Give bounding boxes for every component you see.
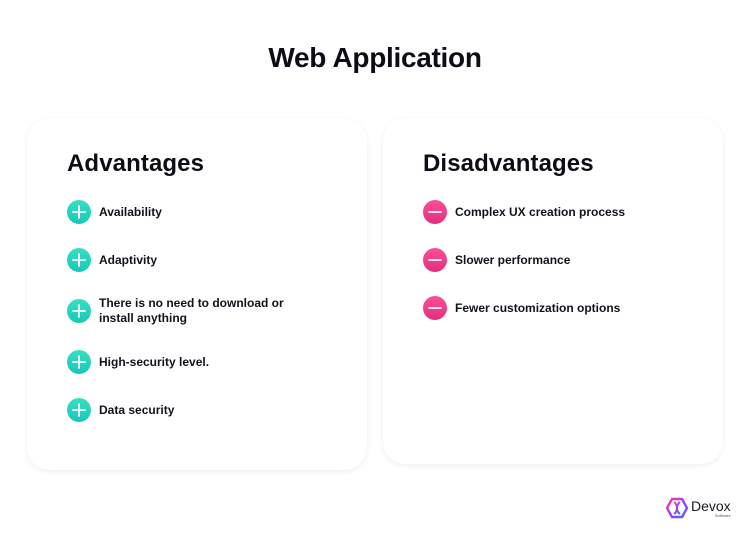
disadvantage-item: Fewer customization options xyxy=(423,296,665,320)
disadvantage-label: Complex UX creation process xyxy=(455,204,626,219)
advantage-item: Data security xyxy=(67,398,309,422)
plus-circle-icon xyxy=(67,248,91,272)
disadvantage-label: Slower performance xyxy=(455,252,571,267)
minus-circle-icon xyxy=(423,296,447,320)
advantage-item: High-security level. xyxy=(67,350,309,374)
devox-logo: Devox Software xyxy=(666,497,731,519)
advantage-label: Availability xyxy=(99,204,162,219)
page-title: Web Application xyxy=(268,42,482,73)
disadvantages-card: Disadvantages Complex UX creation proces… xyxy=(383,118,723,464)
advantage-item: Availability xyxy=(67,200,309,224)
advantage-item: There is no need to download or install … xyxy=(67,296,309,326)
minus-circle-icon xyxy=(423,248,447,272)
plus-circle-icon xyxy=(67,398,91,422)
minus-circle-icon xyxy=(423,200,447,224)
advantage-label: Adaptivity xyxy=(99,252,158,267)
advantage-label: There is no need to download or install … xyxy=(99,296,284,325)
disadvantage-label: Fewer customization options xyxy=(455,300,621,315)
advantages-heading: Advantages xyxy=(67,150,205,177)
logo-subtitle: Software xyxy=(714,512,731,518)
advantage-label: Data security xyxy=(99,402,175,417)
advantage-label: High-security level. xyxy=(99,354,210,369)
devox-logo-icon xyxy=(666,497,688,519)
plus-circle-icon xyxy=(67,200,91,224)
disadvantages-heading: Disadvantages xyxy=(423,150,594,177)
disadvantage-item: Complex UX creation process xyxy=(423,200,665,224)
plus-circle-icon xyxy=(67,350,91,374)
advantage-item: Adaptivity xyxy=(67,248,309,272)
logo-name: Devox xyxy=(691,497,731,514)
advantages-card: Advantages Availability Adaptivity There… xyxy=(27,118,367,470)
disadvantage-item: Slower performance xyxy=(423,248,665,272)
plus-circle-icon xyxy=(67,299,91,323)
